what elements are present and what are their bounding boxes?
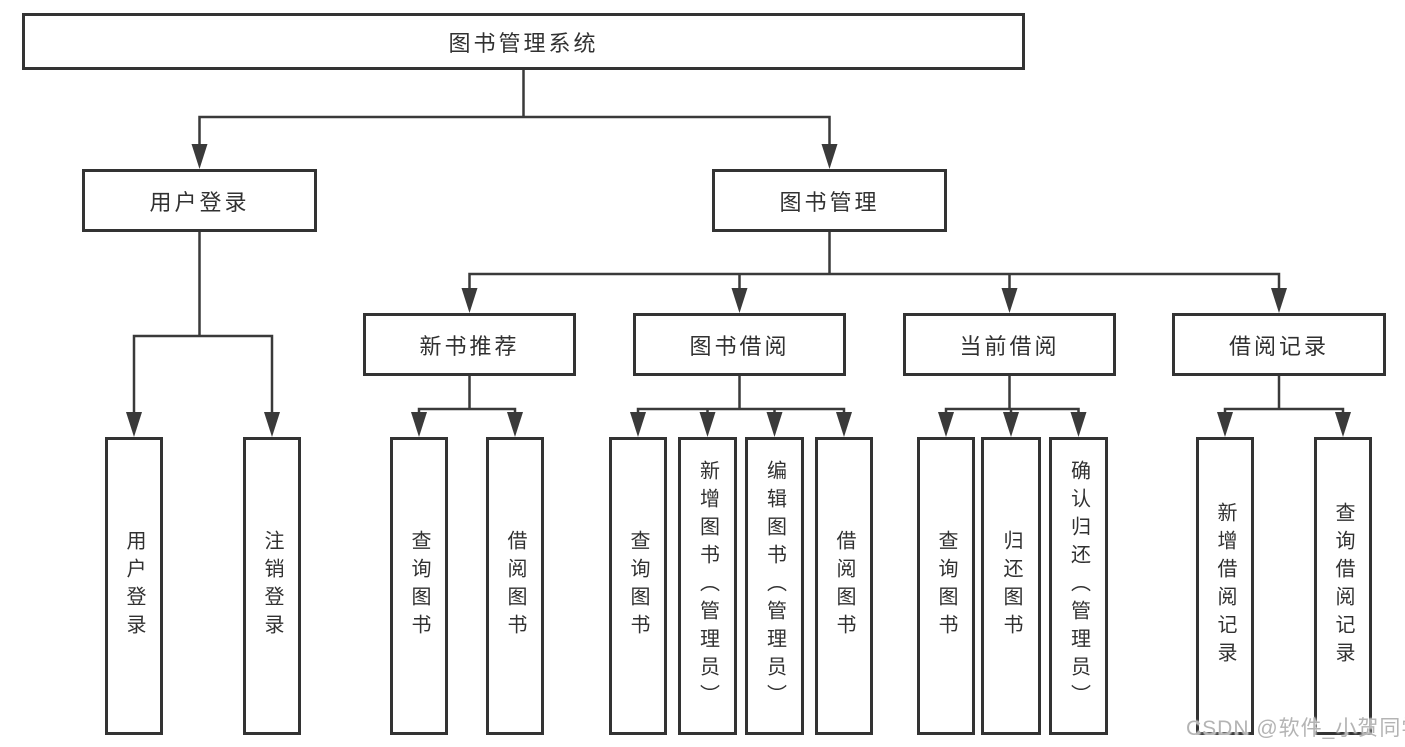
node-label: 查询图书 — [627, 530, 649, 642]
node-label: 图书管理 — [779, 189, 880, 215]
node-label: 编辑图书（管理员） — [763, 460, 786, 712]
leaf-confirm-return-admin: 确认归还（管理员） — [1049, 437, 1108, 735]
node-label: 查询图书 — [935, 530, 957, 642]
leaf-add-borrow-record: 新增借阅记录 — [1196, 437, 1254, 735]
node-label: 当前借阅 — [959, 333, 1060, 359]
node-label: 用户登录 — [123, 530, 145, 642]
node-label: 注销登录 — [261, 530, 283, 642]
node-label: 图书管理系统 — [448, 30, 599, 56]
node-label: 借阅记录 — [1228, 333, 1329, 359]
node-current-borrowing: 当前借阅 — [903, 313, 1116, 376]
node-label: 图书借阅 — [689, 333, 790, 359]
watermark: CSDN @软件_小贺同学 — [1186, 717, 1405, 740]
node-label: 借阅图书 — [833, 530, 855, 642]
node-label: 用户登录 — [149, 189, 250, 215]
node-new-book-recommend: 新书推荐 — [363, 313, 576, 376]
node-label: 新书推荐 — [419, 333, 520, 359]
leaf-borrow-books-recommend: 借阅图书 — [486, 437, 544, 735]
node-label: 确认归还（管理员） — [1067, 460, 1090, 712]
leaf-query-books-borrowing: 查询图书 — [609, 437, 667, 735]
arrowheads — [126, 144, 1351, 437]
node-book-borrowing: 图书借阅 — [633, 313, 846, 376]
node-book-management: 图书管理 — [712, 169, 947, 232]
leaf-query-books-current: 查询图书 — [917, 437, 975, 735]
leaf-return-books: 归还图书 — [981, 437, 1041, 735]
leaf-query-books-recommend: 查询图书 — [390, 437, 448, 735]
leaf-logout: 注销登录 — [243, 437, 301, 735]
node-label: 借阅图书 — [504, 530, 526, 642]
node-root-library-management-system: 图书管理系统 — [22, 13, 1025, 70]
node-label: 新增借阅记录 — [1214, 502, 1236, 670]
node-borrowing-records: 借阅记录 — [1172, 313, 1386, 376]
node-label: 查询借阅记录 — [1332, 502, 1354, 670]
leaf-edit-book-admin: 编辑图书（管理员） — [745, 437, 804, 735]
node-user-login: 用户登录 — [82, 169, 317, 232]
leaf-query-borrow-record: 查询借阅记录 — [1314, 437, 1372, 735]
leaf-user-login: 用户登录 — [105, 437, 163, 735]
leaf-borrow-books: 借阅图书 — [815, 437, 873, 735]
node-label: 归还图书 — [1000, 530, 1022, 642]
node-label: 新增图书（管理员） — [696, 460, 719, 712]
leaf-add-book-admin: 新增图书（管理员） — [678, 437, 737, 735]
node-label: 查询图书 — [408, 530, 430, 642]
